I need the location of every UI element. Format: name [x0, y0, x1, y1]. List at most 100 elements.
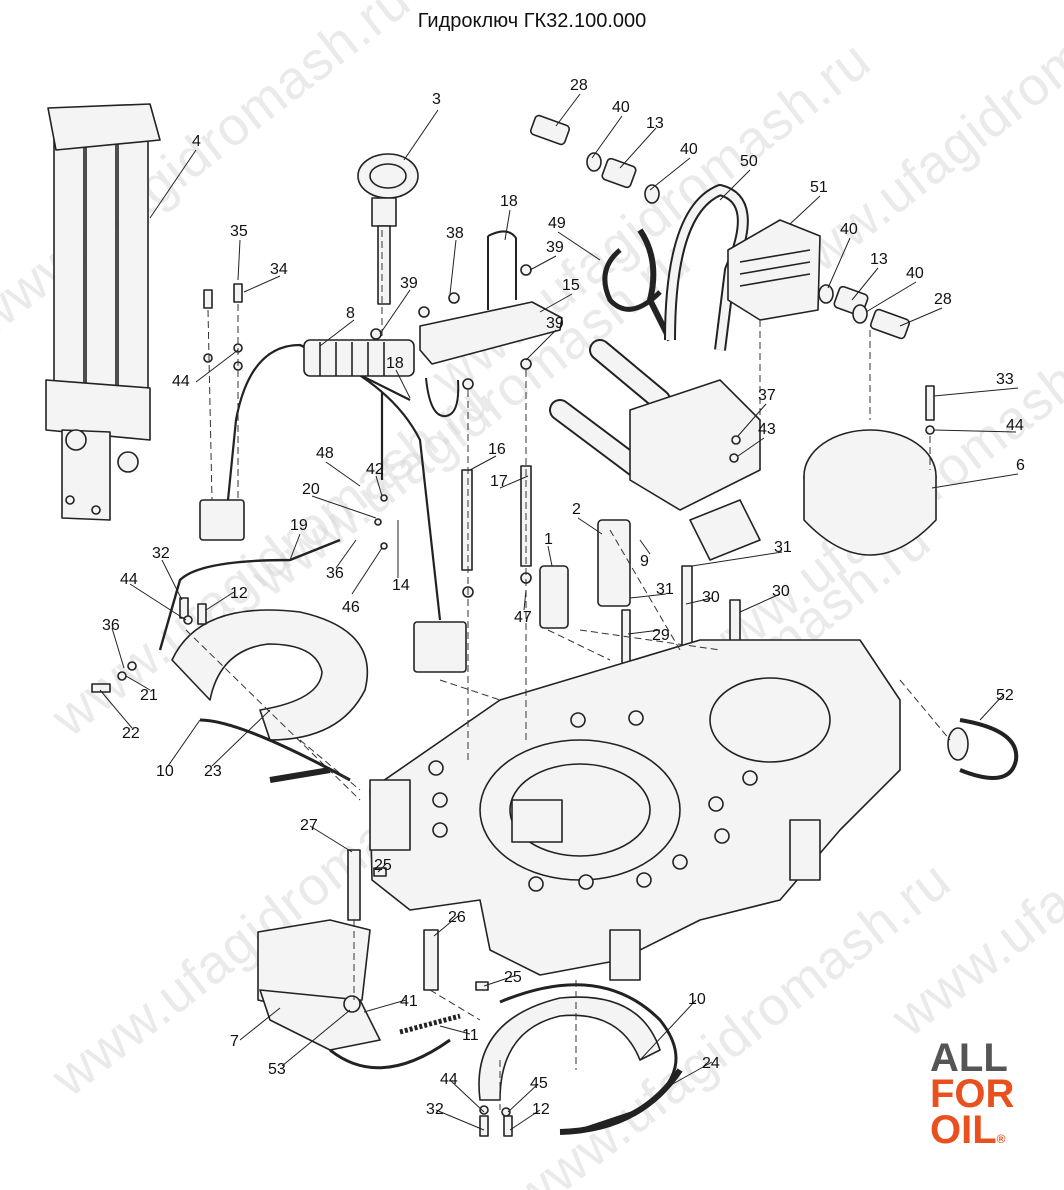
callout: 8: [346, 305, 355, 322]
callout: 30: [772, 583, 790, 600]
frame-rod-foot: [199, 499, 245, 541]
callout: 39: [546, 239, 564, 256]
callout: 29: [652, 627, 670, 644]
jaw-plate: [171, 609, 369, 741]
callout: 36: [326, 565, 344, 582]
callout: 46: [342, 599, 360, 616]
page-title: Гидроключ ГК32.100.000: [417, 10, 647, 32]
callout: 26: [448, 909, 466, 926]
jaw-die: [511, 799, 563, 843]
valve-block: [629, 379, 761, 511]
callout: 36: [102, 617, 120, 634]
callout: 28: [570, 77, 588, 94]
housing-bore: [709, 677, 831, 763]
logo-oil-text: OIL: [930, 1108, 997, 1152]
callout: 40: [906, 265, 924, 282]
brake-band: [269, 767, 331, 783]
callout: 3: [432, 91, 441, 108]
fitting: [869, 308, 911, 340]
callout: 12: [230, 585, 248, 602]
callout: 15: [562, 277, 580, 294]
callout: 25: [374, 857, 392, 874]
callout: 28: [934, 291, 952, 308]
callout: 7: [230, 1033, 239, 1050]
callout: 19: [290, 517, 308, 534]
hose: [666, 186, 747, 351]
housing-bolts: [428, 710, 758, 892]
callout: 39: [400, 275, 418, 292]
callout: 2: [572, 501, 581, 518]
callout: 32: [152, 545, 170, 562]
logo-line-all: ALL: [930, 1036, 1008, 1080]
callout: 39: [546, 315, 564, 332]
callout: 32: [426, 1101, 444, 1118]
callout: 44: [440, 1071, 458, 1088]
callout: 51: [810, 179, 828, 196]
callout: 44: [172, 373, 190, 390]
callout: 31: [774, 539, 792, 556]
seal-ring: [586, 152, 602, 172]
callout: 47: [514, 609, 532, 626]
registered-mark: ®: [996, 1132, 1006, 1146]
lower-jaw: [257, 919, 371, 1011]
hydraulic-motor: [727, 219, 821, 321]
callout: 44: [120, 571, 138, 588]
pin: [461, 469, 473, 571]
callout: 25: [504, 969, 522, 986]
callout: 41: [400, 993, 418, 1010]
spring-coil: [303, 339, 415, 377]
hose: [591, 341, 669, 409]
shackle: [947, 727, 969, 761]
tension-spring: [399, 1013, 461, 1035]
callout: 6: [1016, 457, 1025, 474]
brake-band: [559, 1068, 683, 1135]
callout: 40: [840, 221, 858, 238]
callout: 48: [316, 445, 334, 462]
callout: 38: [446, 225, 464, 242]
callout: 53: [268, 1061, 286, 1078]
callout: 9: [640, 553, 649, 570]
leader-lines: [99, 93, 1019, 1131]
assembly-lines: [185, 230, 951, 1110]
callout: 16: [488, 441, 506, 458]
valve-block: [689, 499, 761, 561]
callout: 23: [204, 763, 222, 780]
hydraulic-cylinder-block: [45, 103, 161, 521]
callout: 13: [646, 115, 664, 132]
callout: 34: [270, 261, 288, 278]
lower-jaw-plate: [478, 996, 661, 1101]
all-for-oil-logo: ALL FOR OIL®: [930, 1036, 1030, 1157]
callout: 27: [300, 817, 318, 834]
hose: [551, 401, 649, 479]
hose: [602, 248, 662, 312]
callout: 18: [386, 355, 404, 372]
callout: 30: [702, 589, 720, 606]
callout: 18: [500, 193, 518, 210]
fitting: [529, 114, 571, 146]
u-bolt: [487, 230, 517, 310]
callout: 44: [1006, 417, 1024, 434]
callout: 40: [680, 141, 698, 158]
logo-line-for: FOR: [930, 1072, 1015, 1116]
pin: [347, 849, 361, 921]
lower-jaw-pin: [343, 995, 361, 1013]
callout: 40: [612, 99, 630, 116]
callout: 31: [656, 581, 674, 598]
callout: 49: [548, 215, 566, 232]
callout: 4: [192, 133, 201, 150]
callout: 42: [366, 461, 384, 478]
bracket-plate: [419, 301, 563, 365]
shackle: [959, 718, 1019, 780]
callout: 11: [462, 1027, 479, 1044]
callout: 35: [230, 223, 248, 240]
callout: 10: [156, 763, 174, 780]
seal-ring: [644, 184, 660, 204]
callout: 22: [122, 725, 140, 742]
seal-ring: [818, 284, 834, 304]
callout: 1: [544, 531, 553, 548]
valve-cartridge: [597, 519, 631, 607]
frame-rod-foot: [413, 621, 467, 673]
callout: 24: [702, 1055, 720, 1072]
